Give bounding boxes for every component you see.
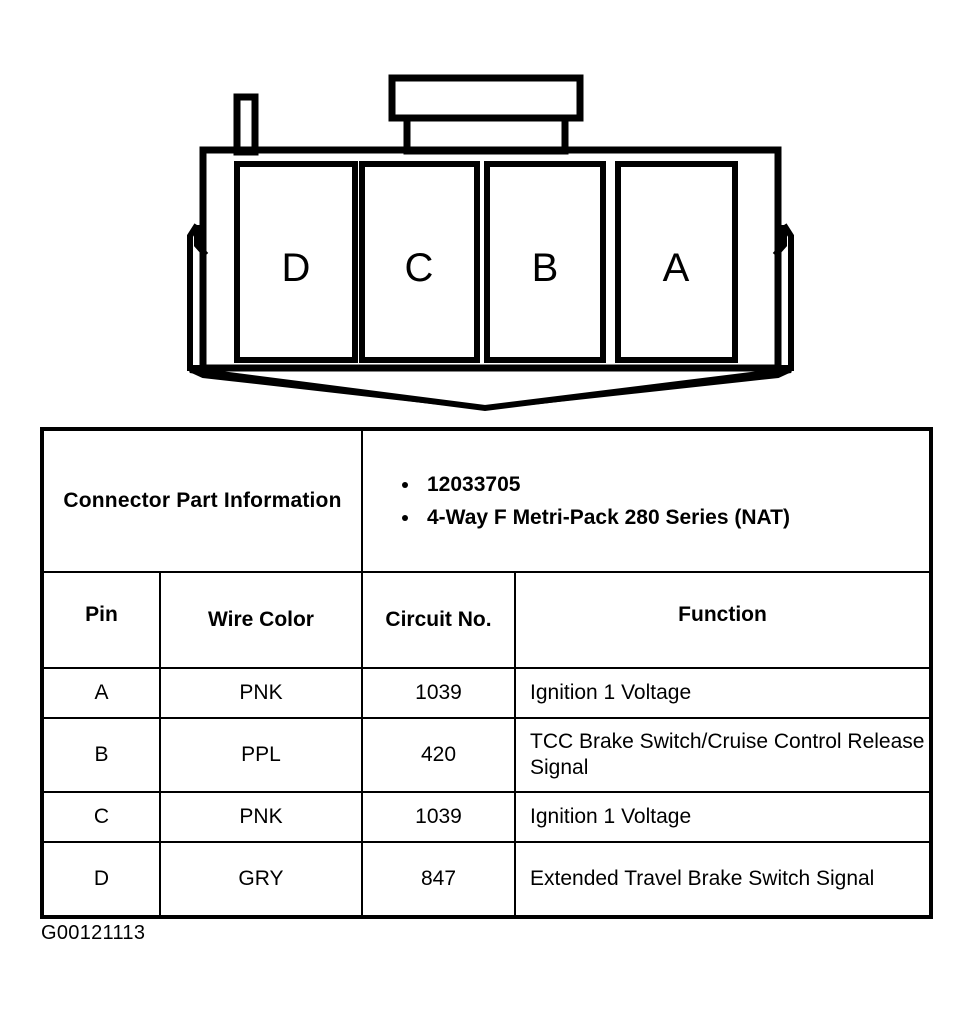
cell-function: TCC Brake Switch/Cruise Control Release … bbox=[514, 717, 933, 793]
latch-inner-box-icon bbox=[403, 114, 569, 155]
cell-pin: B bbox=[40, 717, 161, 793]
cell-circuit-no: 847 bbox=[361, 841, 516, 919]
table-row: A PNK 1039 Ignition 1 Voltage bbox=[40, 667, 933, 719]
column-header-wire-color: Wire Color bbox=[159, 571, 363, 669]
table-row: D GRY 847 Extended Travel Brake Switch S… bbox=[40, 841, 933, 919]
cell-circuit-no: 420 bbox=[361, 717, 516, 793]
connector-cavity-c: C bbox=[359, 161, 480, 363]
cell-pin: C bbox=[40, 791, 161, 843]
cavity-c-label: C bbox=[405, 246, 434, 290]
table-header-row: Pin Wire Color Circuit No. Function bbox=[40, 571, 933, 669]
connector-skirt-icon bbox=[189, 367, 792, 412]
connector-cavity-b: B bbox=[484, 161, 606, 363]
cavity-a-label: A bbox=[663, 246, 690, 290]
cell-function: Ignition 1 Voltage bbox=[514, 791, 933, 843]
connector-part-information-heading: Connector Part Information bbox=[40, 427, 363, 573]
connector-illustration: D C B A bbox=[0, 0, 970, 420]
table-row: B PPL 420 TCC Brake Switch/Cruise Contro… bbox=[40, 717, 933, 793]
cell-wire-color: PNK bbox=[159, 667, 363, 719]
cavity-b-outline bbox=[484, 161, 606, 363]
left-wing-notch-icon bbox=[194, 225, 209, 258]
connector-part-information-values: 12033705 4-Way F Metri-Pack 280 Series (… bbox=[361, 427, 933, 573]
latch-outer-box-icon bbox=[388, 74, 584, 122]
connector-cavity-a: A bbox=[615, 161, 738, 363]
cell-wire-color: PNK bbox=[159, 791, 363, 843]
cell-circuit-no: 1039 bbox=[361, 667, 516, 719]
cell-pin: D bbox=[40, 841, 161, 919]
cavity-b-label: B bbox=[532, 246, 559, 290]
column-header-pin: Pin bbox=[40, 571, 161, 669]
table-row: C PNK 1039 Ignition 1 Voltage bbox=[40, 791, 933, 843]
cell-function: Ignition 1 Voltage bbox=[514, 667, 933, 719]
connector-drawing: D C B A bbox=[187, 74, 794, 412]
connector-cavity-d: D bbox=[234, 161, 358, 363]
connector-skirt-inner-right-icon bbox=[484, 368, 792, 410]
part-list-item: 12033705 bbox=[421, 471, 929, 498]
right-wing-notch-icon bbox=[772, 225, 787, 258]
column-header-function: Function bbox=[514, 571, 933, 669]
column-header-circuit-no: Circuit No. bbox=[361, 571, 516, 669]
cavity-d-label: D bbox=[282, 246, 311, 290]
left-keying-tab-icon bbox=[233, 93, 259, 156]
connector-body-shell bbox=[199, 146, 782, 372]
cavity-c-outline bbox=[359, 161, 480, 363]
connector-pinout-table: Connector Part Information 12033705 4-Wa… bbox=[40, 427, 933, 919]
cell-pin: A bbox=[40, 667, 161, 719]
cell-wire-color: PPL bbox=[159, 717, 363, 793]
part-list: 12033705 4-Way F Metri-Pack 280 Series (… bbox=[399, 471, 929, 532]
part-list-item: 4-Way F Metri-Pack 280 Series (NAT) bbox=[421, 504, 929, 531]
cavity-d-outline bbox=[234, 161, 358, 363]
connector-part-information-row: Connector Part Information 12033705 4-Wa… bbox=[40, 427, 933, 573]
cell-function: Extended Travel Brake Switch Signal bbox=[514, 841, 933, 919]
connector-skirt-inner-left-icon bbox=[189, 368, 486, 410]
figure-caption: G00121113 bbox=[41, 922, 146, 944]
cavity-a-outline bbox=[615, 161, 738, 363]
cell-wire-color: GRY bbox=[159, 841, 363, 919]
cell-circuit-no: 1039 bbox=[361, 791, 516, 843]
